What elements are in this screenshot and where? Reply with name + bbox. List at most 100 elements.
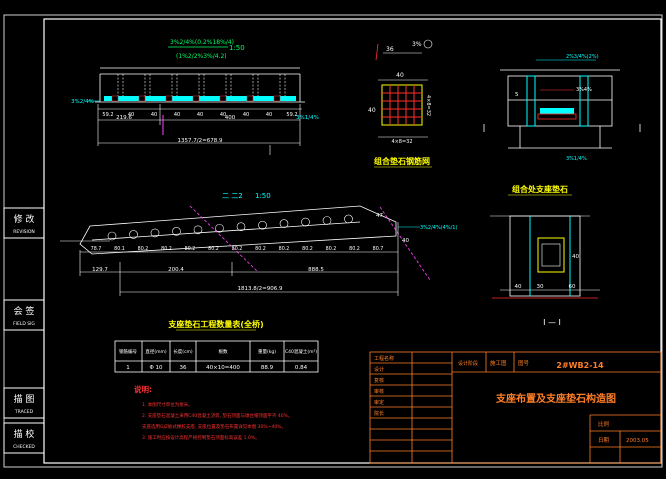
section-hole	[322, 216, 332, 225]
plan-dim-mid: 400	[225, 115, 236, 121]
plan-pad	[138, 95, 146, 102]
title-block-date-label: 日期	[598, 437, 610, 444]
section-dimension-lines	[79, 222, 399, 296]
mesh-grid	[382, 85, 422, 125]
table-header: 钢筋编号 直径(mm) 长度(cm) 根数 重量(kg) C40混凝土(m³)	[119, 348, 317, 355]
support-dim-b: 3%4%	[576, 87, 592, 93]
title-block-row: 复核	[374, 377, 384, 384]
table-header-cell: 直径(mm)	[145, 348, 167, 355]
support-bearing-pad	[540, 108, 574, 114]
title-block-stage-value: 施工图	[490, 359, 507, 367]
plan-pile	[279, 74, 286, 96]
section-ii-dim-c: 60	[569, 284, 576, 290]
plan-pile	[252, 74, 259, 96]
section-dim-label: 80.2	[232, 246, 243, 252]
section-dim-label: 80.2	[161, 246, 172, 252]
plan-note-top: 3%2/4%(0.2%18%/4)	[170, 39, 234, 46]
plan-pile	[117, 74, 124, 96]
table-header-cell: 长度(cm)	[173, 348, 193, 355]
plan-pads	[111, 95, 281, 102]
notes-item: 2. 支座垫石混凝土采用C40混凝土浇筑, 垫石顶面与墩台帽顶面平齐 40%。	[142, 412, 292, 419]
side-label-column	[3, 207, 45, 454]
section-hole	[215, 223, 224, 233]
section-offset-dim: 47	[376, 213, 383, 219]
section-hole	[301, 217, 310, 227]
support-note-bottom: 3%1/4%	[566, 156, 587, 162]
section-dim-label: 80.2	[185, 246, 196, 252]
material-table: 支座垫石工程数量表(全桥) 钢筋编号 直径(mm) 长度(cm) 根数 重量(k…	[114, 319, 319, 373]
notes: 说明: 1. 本图尺寸单位为厘米。 2. 支座垫石混凝土采用C40混凝土浇筑, …	[134, 384, 292, 441]
section-dim-label: 80.2	[138, 246, 149, 252]
section-hole	[129, 230, 138, 239]
support-detail: 2%3/4%(2%) 5 3%4% 3%1/4% 组合处支座垫石	[483, 54, 641, 196]
side-label-checked: 描 校	[14, 428, 35, 440]
table-cell: 1	[126, 365, 130, 371]
side-label-sign-en: FIELD SIG	[13, 321, 35, 327]
plan-pad	[246, 95, 254, 102]
support-pier-right	[579, 75, 589, 127]
side-label-checked-en: CHECKED	[13, 444, 35, 450]
section-cut-line-1	[189, 205, 259, 273]
section-ii-caption: I — I	[543, 318, 561, 327]
section-title: 二 二2	[222, 192, 243, 200]
section-dim-b: 200.4	[168, 267, 184, 273]
section-dim-label: 80.2	[326, 246, 337, 252]
side-label-traced-en: TRACED	[14, 409, 34, 415]
plan-pad	[165, 95, 173, 102]
title-block-row: 院长	[374, 410, 384, 417]
plan-dim-label: 40	[151, 112, 157, 118]
mesh-dim-top: 40	[396, 72, 404, 79]
side-label-revision: 修 改	[14, 213, 35, 225]
section-dim-label: 80.1	[114, 246, 125, 252]
title-block-drawing-title: 支座布置及支座垫石构造图	[495, 392, 616, 405]
plan-left-label: 3%2/4%	[71, 99, 94, 105]
plan-pad	[111, 95, 119, 102]
side-labels: 修 改 REVISION 会 签 FIELD SIG 描 图 TRACED 描 …	[13, 213, 35, 450]
title-block-drawing-no: 2#WB2-14	[556, 361, 604, 370]
table-cell: 0.84	[295, 365, 308, 371]
table-header-cell: C40混凝土(m³)	[285, 348, 317, 355]
table-row: 1 Φ 10 36 40×10=400 88.9 0.84	[126, 365, 307, 371]
section-ii-dim-b: 30	[537, 284, 544, 290]
mesh-dim-right: 4×8=32	[425, 95, 431, 116]
table-cell: Φ 10	[149, 365, 163, 371]
section-hole	[258, 220, 267, 230]
section-scale: 1:50	[255, 192, 271, 200]
section-side-dim: 40	[402, 238, 409, 244]
title-block-row: 审核	[374, 388, 384, 395]
title-block-drawing-no-label: 图号	[518, 359, 530, 367]
section-ii-dim-a: 40	[515, 284, 522, 290]
title-block-stage-label: 设计阶段	[458, 360, 478, 367]
support-bed-stone	[537, 113, 577, 120]
mesh-dim-bottom: 4×8=32	[391, 139, 412, 145]
plan-view: 3%2/4%(0.2%18%/4) (1%2/2%3%/4.2) 1:50 3%…	[71, 39, 319, 155]
plan-right-label: 3%1/4%	[296, 115, 319, 121]
mesh-ref: 36	[386, 46, 394, 53]
plan-dim-label: 40	[174, 112, 180, 118]
section-dim-c: 888.5	[308, 267, 324, 273]
plan-pad	[219, 95, 227, 102]
support-note-top: 2%3/4%(2%)	[566, 54, 599, 60]
table-cell: 88.9	[261, 365, 274, 371]
section-right-label: 3%2/4%(4%/1)	[420, 225, 457, 231]
drawing-frame	[3, 14, 663, 468]
title-block-date-value: 2003.05	[626, 438, 649, 444]
table-title: 支座垫石工程数量表(全桥)	[167, 319, 263, 329]
plan-dim-label: 40	[220, 112, 226, 118]
support-outline	[500, 69, 620, 149]
plan-bearing-strip	[104, 96, 296, 101]
side-label-sign: 会 签	[14, 305, 35, 317]
section-ii: 40 40 30 60 I — I	[490, 215, 600, 327]
plan-pad	[273, 95, 281, 102]
mesh-view: 36 3% 40 40 4×8=32 4×8=32 组合垫石钢筋网	[368, 39, 433, 168]
section-hole	[193, 225, 203, 235]
plan-pile	[171, 74, 178, 96]
section-dim-label: 78.7	[91, 246, 102, 252]
section-dim-label: 80.7	[373, 246, 384, 252]
section-view: 二 二2 1:50 47 3%2/4%(4%/1) 40 78.7 80.1 80.…	[60, 192, 457, 296]
notes-item: 1. 本图尺寸单位为厘米。	[142, 401, 193, 408]
mesh-outline	[381, 84, 423, 126]
table-cell: 40×10=400	[206, 365, 240, 371]
